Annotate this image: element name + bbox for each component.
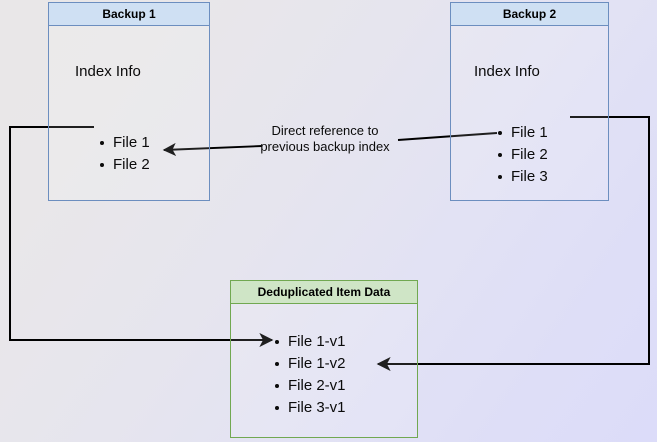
backup-1-index-info-label: Index Info bbox=[75, 63, 141, 80]
backup-1-body: Index Info File 1 File 2 bbox=[49, 26, 209, 200]
direct-reference-caption: Direct reference to previous backup inde… bbox=[260, 123, 390, 154]
deduplicated-item-data-box[interactable]: Deduplicated Item Data File 1-v1 File 1-… bbox=[230, 280, 418, 438]
list-item: File 3 bbox=[498, 166, 548, 188]
list-item: File 3-v1 bbox=[275, 397, 346, 419]
connector-backup2-to-dedup bbox=[376, 116, 650, 371]
connector-backup2-to-backup1 bbox=[162, 132, 498, 157]
list-item: File 2 bbox=[498, 144, 548, 166]
backup-1-file-list: File 1 File 2 bbox=[100, 132, 150, 176]
list-item: File 2-v1 bbox=[275, 375, 346, 397]
list-item: File 2 bbox=[100, 154, 150, 176]
deduplicated-file-list: File 1-v1 File 1-v2 File 2-v1 File 3-v1 bbox=[275, 331, 346, 419]
backup-1-header: Backup 1 bbox=[49, 3, 209, 26]
list-item: File 1-v2 bbox=[275, 353, 346, 375]
list-item: File 1-v1 bbox=[275, 331, 346, 353]
backup-2-file-list: File 1 File 2 File 3 bbox=[498, 122, 548, 188]
backup-2-box[interactable]: Backup 2 Index Info File 1 File 2 File 3 bbox=[450, 2, 609, 201]
backup-2-body: Index Info File 1 File 2 File 3 bbox=[451, 26, 608, 200]
backup-2-index-info-label: Index Info bbox=[474, 63, 540, 80]
list-item: File 1 bbox=[498, 122, 548, 144]
deduplicated-item-data-body: File 1-v1 File 1-v2 File 2-v1 File 3-v1 bbox=[231, 304, 417, 437]
backup-2-header: Backup 2 bbox=[451, 3, 608, 26]
backup-1-box[interactable]: Backup 1 Index Info File 1 File 2 bbox=[48, 2, 210, 201]
list-item: File 1 bbox=[100, 132, 150, 154]
connector-backup1-to-dedup bbox=[9, 126, 274, 347]
deduplicated-item-data-header: Deduplicated Item Data bbox=[231, 281, 417, 304]
